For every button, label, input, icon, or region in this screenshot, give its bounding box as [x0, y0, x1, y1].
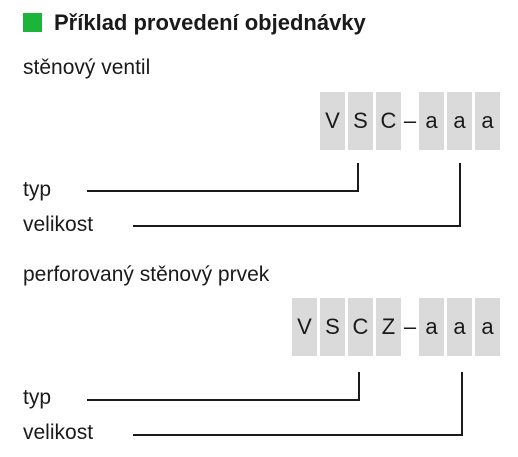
- size-label: velikost: [23, 213, 94, 236]
- code-box: a: [419, 298, 444, 356]
- section-subtitle-wall-valve: stěnový ventil: [23, 56, 151, 79]
- size-connector-line: [133, 225, 461, 227]
- page-title: Příklad provedení objednávky: [54, 10, 366, 35]
- type-label: typ: [23, 178, 52, 201]
- code-box: V: [320, 92, 345, 150]
- section-subtitle-perforated-wall-element: perforovaný stěnový prvek: [23, 263, 270, 286]
- code-box: a: [475, 298, 500, 356]
- type-connector-riser: [358, 372, 360, 401]
- size-connector-riser: [461, 372, 463, 436]
- type-connector-line: [87, 399, 360, 401]
- code-box: V: [292, 298, 317, 356]
- code-box: a: [419, 92, 444, 150]
- size-connector-riser: [459, 163, 461, 227]
- type-connector-riser: [357, 163, 359, 192]
- code-dash: –: [403, 314, 417, 339]
- code-box: S: [320, 298, 345, 356]
- size-connector-line: [133, 434, 463, 436]
- code-box: a: [447, 92, 472, 150]
- code-box: a: [447, 298, 472, 356]
- code-dash: –: [403, 108, 417, 133]
- code-box: C: [376, 92, 401, 150]
- code-box: C: [348, 298, 373, 356]
- code-box: S: [348, 92, 373, 150]
- code-box: Z: [376, 298, 401, 356]
- type-label: typ: [23, 386, 52, 409]
- code-box: a: [475, 92, 500, 150]
- size-label: velikost: [23, 421, 94, 444]
- type-connector-line: [87, 190, 359, 192]
- title-marker-square: [23, 13, 42, 32]
